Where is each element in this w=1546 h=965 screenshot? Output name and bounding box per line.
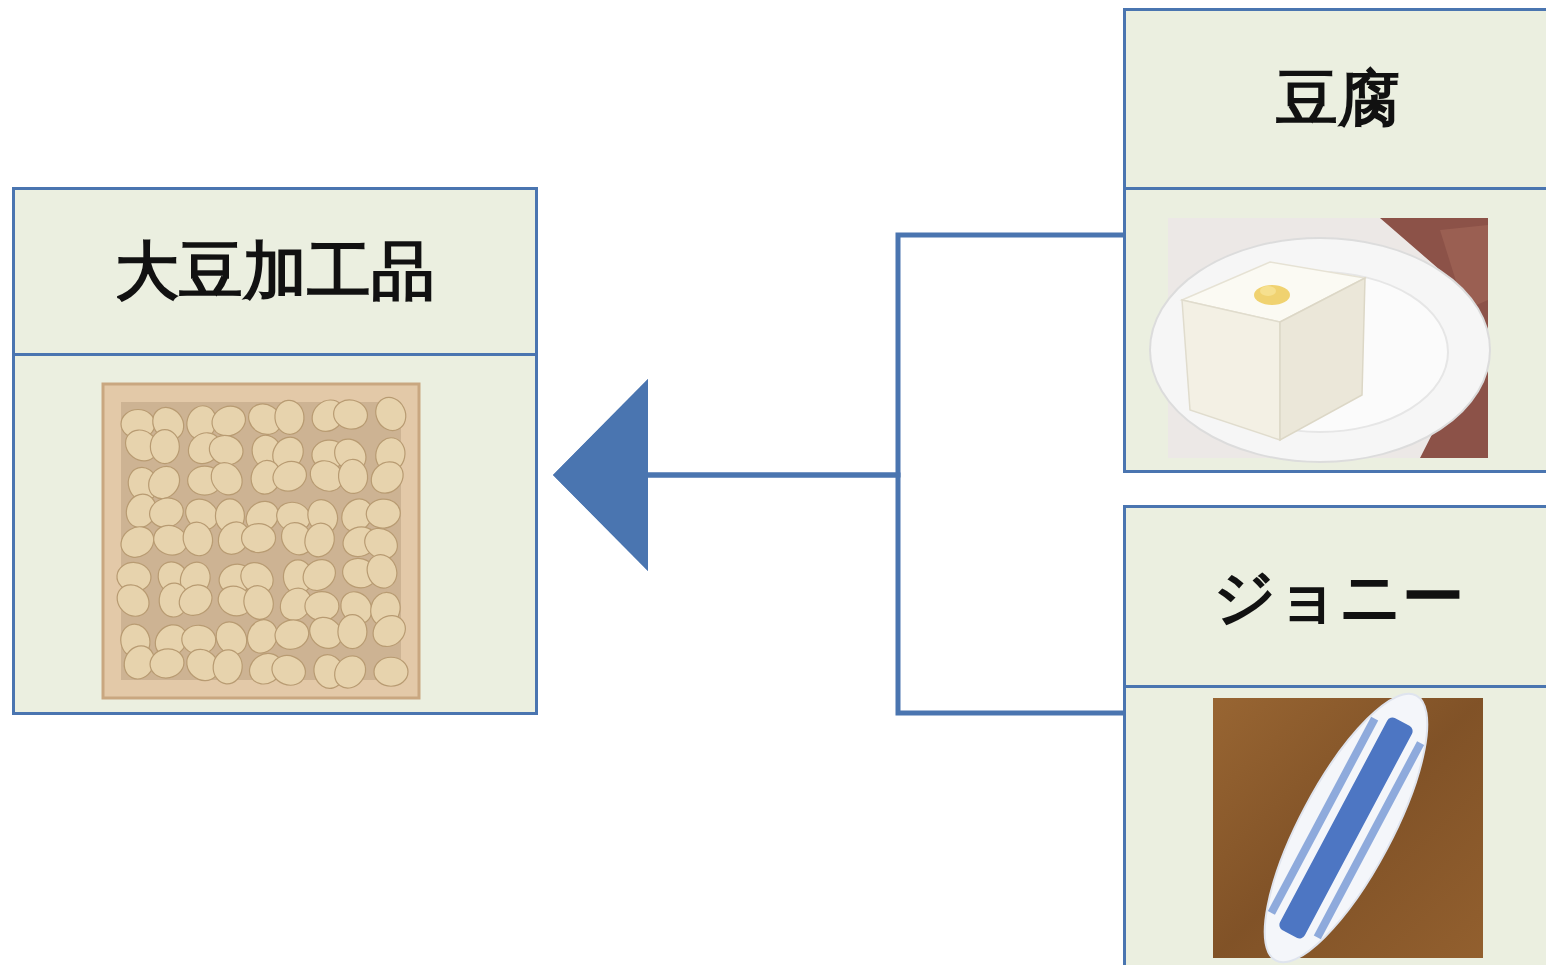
soybean (115, 521, 159, 564)
soybean (331, 397, 370, 432)
box-ground (1123, 8, 1546, 473)
soybean (362, 550, 401, 592)
box-ground (12, 187, 538, 715)
soybean (240, 582, 277, 623)
soybean (338, 615, 367, 649)
box-header: 大豆加工品 (15, 190, 535, 356)
soybean (337, 458, 369, 494)
box-header: 豆腐 (1126, 11, 1546, 190)
arrow-head (553, 379, 648, 571)
soybean (150, 430, 179, 464)
soybean (272, 616, 313, 653)
soybean (374, 657, 408, 686)
box-header: ジョニー (1126, 508, 1546, 688)
box-title: 豆腐 (1276, 57, 1400, 141)
soybean (365, 498, 401, 530)
category-box: ジョニー (1123, 505, 1546, 965)
arrow-head (553, 379, 648, 571)
wooden-box-edge (103, 384, 419, 698)
box-inside (121, 402, 401, 680)
soybean (111, 578, 156, 622)
package-band (1277, 715, 1414, 940)
soybean (148, 646, 187, 681)
tofu-front (1182, 300, 1280, 440)
package-stripe (1314, 741, 1424, 939)
soybean (179, 519, 216, 560)
soybean (268, 651, 310, 690)
soybean (242, 524, 276, 553)
soybean (367, 609, 412, 653)
soybean-photo (103, 384, 419, 698)
soybean (274, 399, 306, 435)
box-title: ジョニー (1213, 555, 1464, 639)
plate (1150, 238, 1490, 462)
ginger-shine (1260, 286, 1276, 296)
category-box: 豆腐 (1123, 8, 1546, 473)
johnny-photo (1213, 674, 1483, 965)
tofu-side (1280, 278, 1365, 440)
table-grain (1213, 698, 1483, 958)
tofu-photo (1150, 218, 1490, 462)
box-title: 大豆加工品 (115, 228, 435, 315)
category-box: 大豆加工品 (12, 187, 538, 715)
package (1235, 674, 1457, 965)
soybean (212, 649, 244, 685)
soybean (269, 457, 311, 496)
wooden-box (103, 384, 419, 698)
package-body (1235, 674, 1457, 965)
soybean (328, 650, 372, 695)
soybean (205, 456, 249, 501)
soybean (365, 455, 410, 499)
merge-arrow (553, 379, 1123, 713)
ginger (1254, 285, 1290, 305)
connector-line (648, 235, 1123, 475)
soybean (301, 520, 338, 561)
merge-arrow (553, 235, 1123, 571)
beans (111, 392, 412, 694)
soybean (174, 579, 218, 622)
table-ground (1213, 698, 1483, 958)
soybean (305, 592, 339, 621)
connector-line (648, 475, 1123, 713)
soybean (370, 392, 411, 435)
package-stripe (1268, 717, 1378, 915)
